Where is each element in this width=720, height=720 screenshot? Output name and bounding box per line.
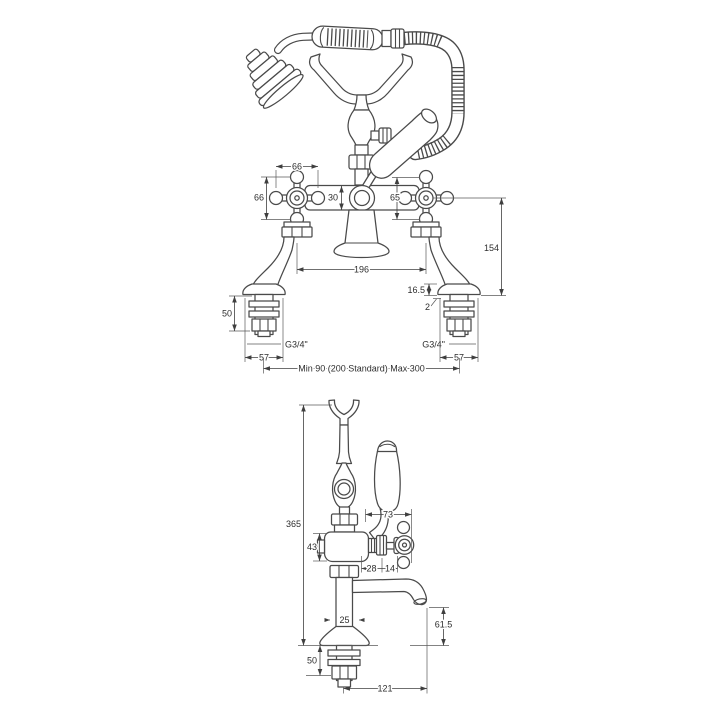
mixer-body-side [323, 531, 370, 563]
cradle-fork-side [328, 399, 360, 426]
column-hex-bottom [329, 564, 360, 579]
body-end-cap [316, 539, 326, 554]
dim-label-inlet-centres: Min 90 (200 Standard) Max 300 [298, 364, 425, 374]
lever-cap [420, 108, 438, 124]
cradle-stem-side [335, 424, 353, 465]
dim-label-overall-height: 365 [286, 519, 301, 529]
dim-label-handle-centres: 196 [354, 265, 369, 275]
diverter-valve [370, 130, 380, 141]
cross-ball-bottom [396, 555, 411, 570]
dim-label-handle-width: 66 [292, 162, 302, 172]
cross-handle-side [367, 520, 415, 570]
front-view-drawing: 66 66 30 65 154 196 16.5 [220, 25, 506, 375]
dim-label-base-step: 2 [425, 302, 430, 312]
tub-spout-front [333, 209, 390, 259]
dim-label-thread-left: G3/4" [285, 340, 308, 350]
cradle-joint [331, 462, 357, 509]
dim-label-base-width-left: 57 [259, 353, 269, 363]
front-view-dimensions: 66 66 30 65 154 196 16.5 [220, 160, 506, 375]
dim-label-valve-depth: 28 [366, 564, 376, 574]
dim-label-tail-length-side: 50 [307, 656, 317, 666]
dim-label-tail-length: 50 [222, 309, 232, 319]
joint-neck [338, 506, 351, 515]
dim-label-thread-right: G3/4" [422, 340, 445, 350]
dim-label-handle-offset: 65 [390, 193, 400, 203]
shower-head [245, 48, 304, 109]
base-flare-side [319, 625, 370, 647]
diverter-hub [348, 184, 376, 212]
dim-label-handle-height: 66 [254, 193, 264, 203]
dim-label-lever-width: 73 [383, 510, 393, 520]
lever-handle-side [368, 440, 401, 542]
dim-label-column-width: 25 [339, 615, 349, 625]
dim-label-base-height: 16.5 [407, 285, 425, 295]
dim-label-spout-reach: 121 [377, 684, 392, 694]
dim-label-spout-height: 61.5 [435, 620, 453, 630]
hose-connector [381, 28, 405, 49]
valve-assembly-right [397, 169, 481, 338]
lever-grip [373, 450, 401, 513]
handset-grip [311, 25, 384, 51]
side-view-drawing: 365 73 43 28 14 25 61.5 50 [284, 399, 454, 695]
dim-label-body-height: 43 [307, 542, 317, 552]
side-view-dimensions: 365 73 43 28 14 25 61.5 50 [284, 404, 454, 695]
dim-label-body-width: 30 [328, 193, 338, 203]
dim-label-handle-clearance: 14 [385, 564, 395, 574]
spout-side [351, 578, 428, 606]
threaded-tail-side [327, 644, 361, 688]
lever-grip-cap [376, 440, 398, 453]
cross-ball-top [396, 520, 411, 535]
shower-hose [397, 31, 465, 161]
dim-label-base-width-right: 57 [454, 353, 464, 363]
handset-neck [273, 32, 318, 55]
spout-outlet [413, 598, 427, 605]
body-hex-top [330, 513, 359, 526]
spray-face [262, 73, 304, 109]
body-collar [333, 524, 356, 533]
dim-label-deck-height: 154 [484, 243, 499, 253]
handset-cradle [308, 53, 414, 105]
